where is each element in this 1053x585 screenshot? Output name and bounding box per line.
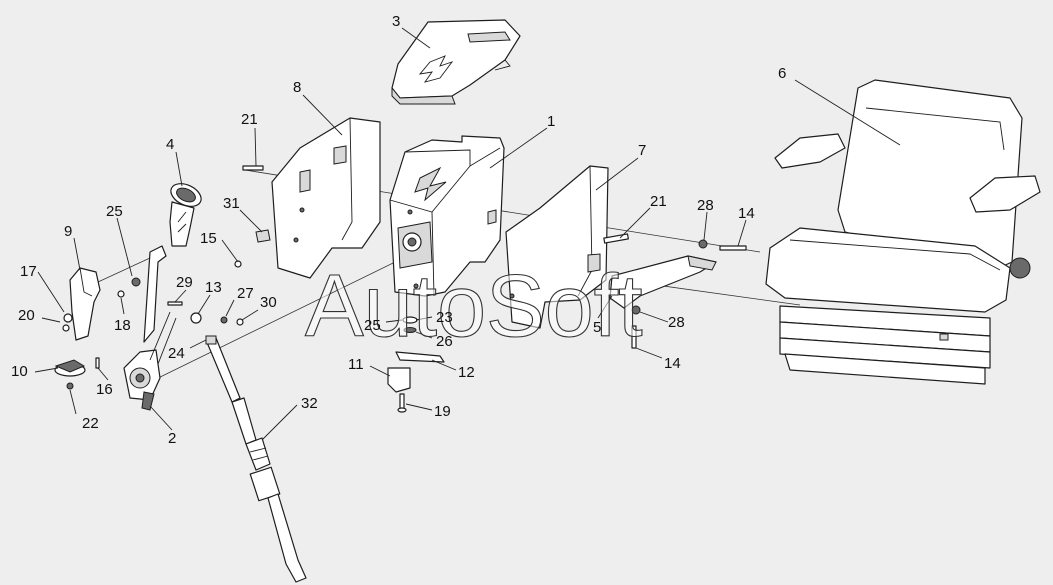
leader-lines (34, 27, 901, 441)
callout-7: 7 (638, 142, 646, 159)
part-10-base (54, 359, 86, 377)
callout-8: 8 (293, 79, 301, 96)
part-8-left-panel (271, 117, 381, 279)
part-32-cable (205, 337, 307, 583)
callout-19: 19 (434, 403, 451, 420)
callout-24: 24 (168, 345, 185, 362)
callout-10: 10 (11, 363, 28, 380)
part-5-bracket (609, 255, 717, 309)
callout-4: 4 (166, 136, 174, 153)
callout-18: 18 (114, 317, 131, 334)
callout-25-left: 25 (106, 203, 123, 220)
callout-labels: 3 8 1 6 7 21 21 4 25 9 17 20 10 22 16 18… (11, 13, 786, 447)
part-2-lever-mechanism (123, 245, 177, 411)
part-6-seat (765, 79, 1041, 385)
callout-5: 5 (593, 319, 601, 336)
callout-11: 11 (348, 356, 364, 373)
callout-6: 6 (778, 65, 786, 82)
callout-27: 27 (237, 285, 254, 302)
callout-12: 12 (458, 364, 475, 381)
watermark-text: AutoSoft (305, 256, 643, 355)
part-1-console-housing (389, 135, 505, 297)
callout-32: 32 (301, 395, 318, 412)
part-7-right-panel (505, 165, 609, 329)
callout-3: 3 (392, 13, 400, 30)
callout-17: 17 (20, 263, 37, 280)
callout-21-left: 21 (241, 111, 258, 128)
part-4-lever-handle (169, 183, 202, 247)
callout-26: 26 (436, 333, 453, 350)
callout-21-right: 21 (650, 193, 667, 210)
callout-14-bottom: 14 (664, 355, 681, 372)
callout-31: 31 (223, 195, 240, 212)
callout-25-center: 25 (364, 317, 381, 334)
callout-28-top: 28 (697, 197, 714, 214)
callout-30: 30 (260, 294, 277, 311)
callout-9: 9 (64, 223, 72, 240)
callout-15: 15 (200, 230, 217, 247)
callout-28-bottom: 28 (668, 314, 685, 331)
callout-22: 22 (82, 415, 99, 432)
callout-20: 20 (18, 307, 35, 324)
callout-14-top: 14 (738, 205, 755, 222)
callout-23: 23 (436, 309, 453, 326)
part-3-top-cover (391, 19, 521, 105)
callout-1: 1 (547, 113, 555, 130)
callout-13: 13 (205, 279, 222, 296)
callout-16: 16 (96, 381, 113, 398)
callout-29: 29 (176, 274, 193, 291)
part-9-knob (69, 267, 101, 341)
callout-2: 2 (168, 430, 176, 447)
